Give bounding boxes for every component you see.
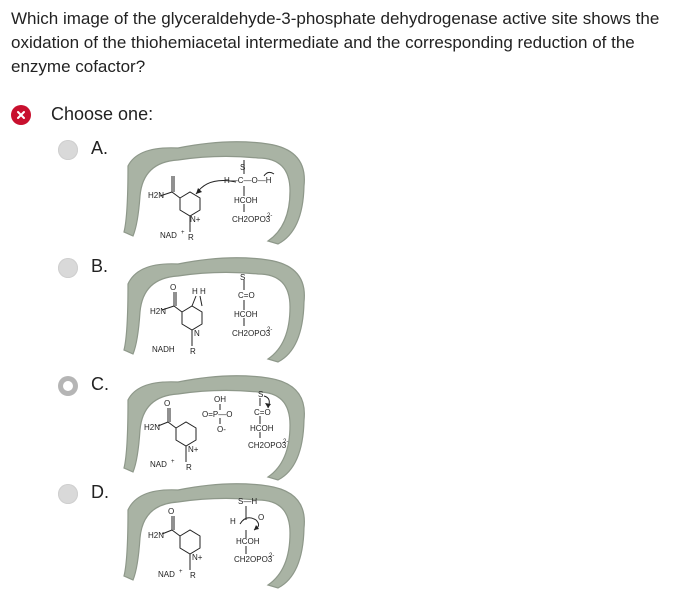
x-circle-icon bbox=[11, 104, 31, 125]
radio-d[interactable] bbox=[58, 484, 78, 504]
ch2opo3-label: CH2OPO3 bbox=[234, 555, 273, 564]
h-label: H bbox=[230, 517, 236, 526]
o-label: O bbox=[170, 283, 176, 292]
r-label: R bbox=[190, 571, 196, 580]
option-letter: C. bbox=[91, 374, 109, 394]
sh-label: S—H bbox=[238, 497, 257, 506]
option-letter: B. bbox=[91, 256, 109, 276]
thiohemiacetal-label: H—C—O—H bbox=[224, 176, 272, 185]
h2n-label: H2N bbox=[150, 307, 166, 316]
h2n-label: H2N bbox=[148, 531, 164, 540]
n-label: N+ bbox=[190, 215, 201, 224]
option-a[interactable]: A. H2N N+ R NAD + S H—C—O—H HCOH CH2OPO3 bbox=[58, 136, 318, 254]
active-site-figure-b[interactable]: O H H H2N N R NADH S C=O HCOH CH2OPO3 2- bbox=[118, 254, 313, 374]
s-label: S bbox=[240, 273, 245, 282]
n-label: N+ bbox=[192, 553, 203, 562]
r-label: R bbox=[190, 347, 196, 356]
option-letter: D. bbox=[91, 482, 109, 502]
o-label: O bbox=[164, 399, 170, 408]
phosphate-label: O=P—O bbox=[202, 410, 232, 419]
charge-label: 2- bbox=[267, 327, 272, 333]
o-minus-label: O- bbox=[217, 425, 226, 434]
o-label: O bbox=[168, 507, 174, 516]
charge-label: 2- bbox=[269, 553, 274, 559]
cofactor-charge: + bbox=[171, 459, 175, 465]
oh-label: OH bbox=[214, 395, 226, 404]
option-b[interactable]: B. O H H H2N N R NADH S C=O HCOH CH2OPO3 bbox=[58, 254, 318, 372]
active-site-figure-a[interactable]: H2N N+ R NAD + S H—C—O—H HCOH CH2OPO3 2- bbox=[118, 136, 313, 256]
active-site-figure-c[interactable]: O H2N N+ R NAD + OH O=P—O O- S C=O HCOH … bbox=[118, 372, 313, 492]
cofactor-label: NAD bbox=[158, 570, 175, 579]
hh-label: H H bbox=[192, 287, 206, 296]
co-label: C=O bbox=[254, 408, 271, 417]
n-label: N+ bbox=[188, 445, 199, 454]
radio-a[interactable] bbox=[58, 140, 78, 160]
h2n-label: H2N bbox=[144, 423, 160, 432]
active-site-figure-d[interactable]: O H2N N+ R NAD + S—H H O HCOH CH2OPO3 2- bbox=[118, 480, 313, 594]
choose-row: Choose one: bbox=[11, 104, 153, 125]
cofactor-charge: + bbox=[179, 569, 183, 575]
s-label: S bbox=[258, 390, 263, 399]
radio-c[interactable] bbox=[58, 376, 78, 396]
h2n-label: H2N bbox=[148, 191, 164, 200]
option-d[interactable]: D. O H2N N+ R NAD + S—H H O HCOH CH2OPO3 bbox=[58, 480, 318, 594]
ch2opo3-label: CH2OPO3 bbox=[232, 329, 271, 338]
cofactor-label: NAD bbox=[160, 231, 177, 240]
r-label: R bbox=[186, 463, 192, 472]
charge-label: 2- bbox=[267, 213, 272, 219]
option-c[interactable]: C. O H2N N+ R NAD + OH O=P—O O- S bbox=[58, 372, 318, 490]
charge-label: 2- bbox=[283, 439, 288, 445]
co-label: C=O bbox=[238, 291, 255, 300]
option-letter: A. bbox=[91, 138, 109, 158]
choose-label: Choose one: bbox=[51, 104, 154, 124]
radio-b[interactable] bbox=[58, 258, 78, 278]
hcoh-label: HCOH bbox=[234, 310, 258, 319]
cofactor-charge: + bbox=[181, 230, 185, 236]
cofactor-label: NADH bbox=[152, 345, 175, 354]
s-label: S bbox=[240, 163, 245, 172]
cofactor-label: NAD bbox=[150, 460, 167, 469]
o-label-2: O bbox=[258, 513, 264, 522]
hcoh-label: HCOH bbox=[236, 537, 260, 546]
hcoh-label: HCOH bbox=[234, 196, 258, 205]
r-label: R bbox=[188, 233, 194, 242]
ch2opo3-label: CH2OPO3 bbox=[248, 441, 287, 450]
hcoh-label: HCOH bbox=[250, 424, 274, 433]
question-text: Which image of the glyceraldehyde-3-phos… bbox=[11, 9, 660, 76]
n-label: N bbox=[194, 329, 200, 338]
ch2opo3-label: CH2OPO3 bbox=[232, 215, 271, 224]
